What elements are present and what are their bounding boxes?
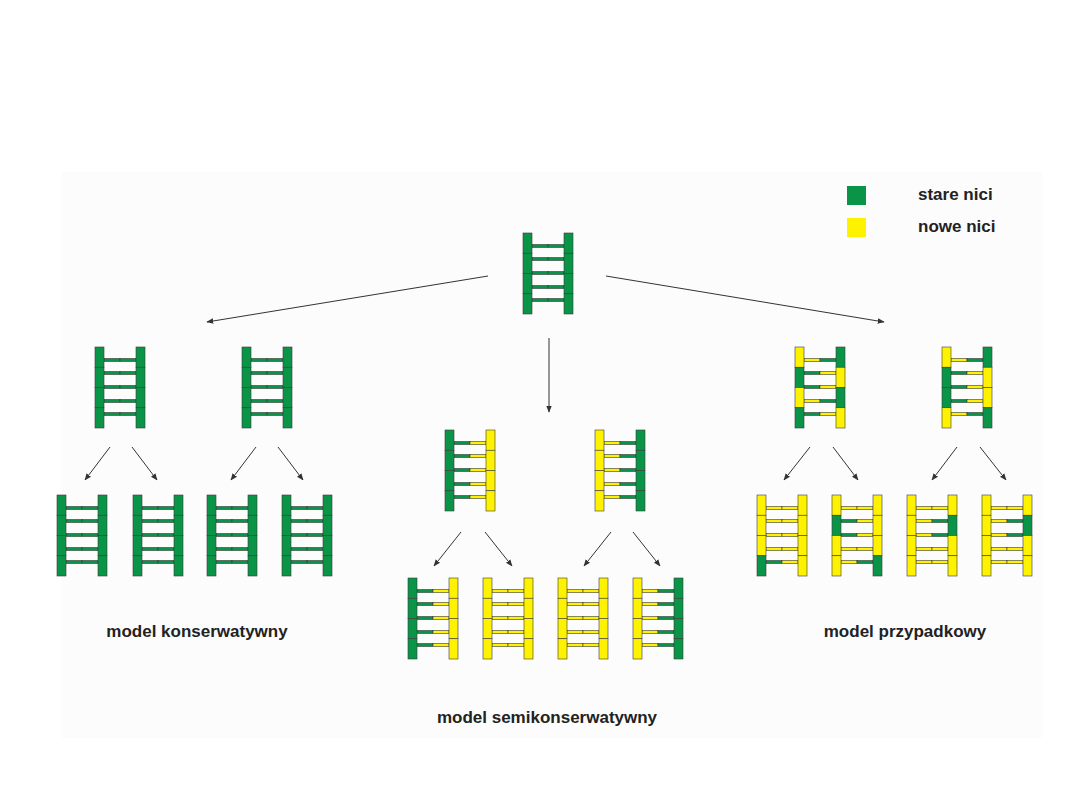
dna-ladder xyxy=(942,347,992,428)
replication-arrows xyxy=(85,276,1006,566)
arrow xyxy=(584,532,611,566)
dna-ladder xyxy=(757,495,807,576)
arrow xyxy=(278,447,303,480)
dna-ladder xyxy=(832,495,882,576)
legend-text: stare nici xyxy=(918,185,993,205)
dna-ladder xyxy=(282,495,332,576)
arrow xyxy=(833,447,858,480)
dna-ladder xyxy=(633,578,683,659)
dna-ladder xyxy=(57,495,107,576)
dna-ladder xyxy=(445,430,495,511)
dna-ladder xyxy=(242,347,292,428)
arrow xyxy=(549,338,550,412)
dna-ladder xyxy=(133,495,183,576)
dna-ladder xyxy=(595,430,645,511)
dna-ladder xyxy=(558,578,608,659)
arrow xyxy=(85,447,110,480)
model-label: model przypadkowy xyxy=(824,622,986,642)
panel-ground xyxy=(62,172,1042,738)
legend-swatch xyxy=(847,186,866,205)
arrow xyxy=(633,532,660,566)
legend-swatch xyxy=(847,218,866,237)
dna-ladder xyxy=(207,495,257,576)
dna-ladder xyxy=(95,347,145,428)
dna-ladder xyxy=(483,578,533,659)
dna-ladder xyxy=(795,347,845,428)
arrow xyxy=(207,276,488,322)
legend-text: nowe nici xyxy=(918,217,995,237)
arrow xyxy=(932,447,957,480)
model-label: model konserwatywny xyxy=(106,622,287,642)
dna-ladder xyxy=(982,495,1032,576)
arrow xyxy=(606,276,884,322)
arrow xyxy=(132,447,157,480)
dna-ladder xyxy=(523,233,573,314)
arrow xyxy=(784,447,810,480)
model-label: model semikonserwatywny xyxy=(437,708,657,728)
dna-ladder xyxy=(907,495,957,576)
arrow xyxy=(231,447,256,480)
arrow xyxy=(434,532,461,566)
dna-ladders xyxy=(57,233,1032,659)
dna-ladder xyxy=(408,578,458,659)
arrow xyxy=(980,447,1006,480)
arrow xyxy=(485,532,512,566)
